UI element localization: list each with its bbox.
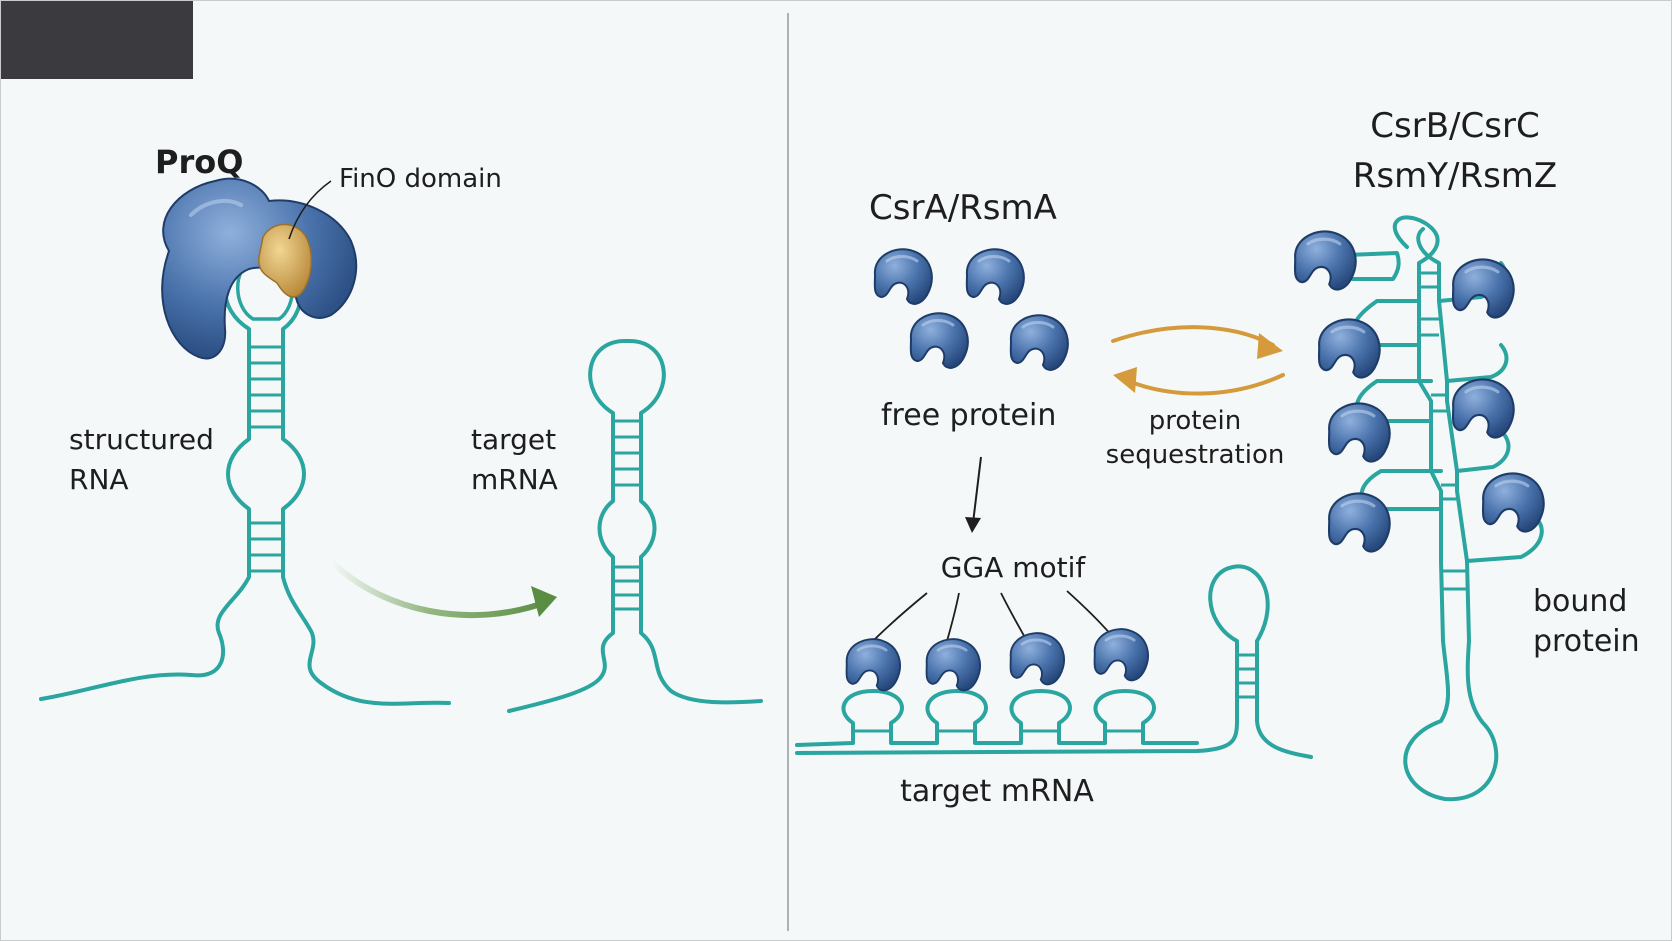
gga-leader-lines	[872, 590, 1114, 642]
csra-label: CsrA/RsmA	[869, 188, 1057, 228]
csrb-label-line1: CsrB/CsrC	[1370, 106, 1539, 146]
sequestration-label-line1: protein	[1149, 406, 1241, 436]
target-mrna-strand-rungs	[853, 653, 1257, 733]
corner-block	[1, 1, 193, 79]
gga-bound-proteins	[845, 627, 1150, 692]
target-mrna-strand	[795, 564, 1313, 759]
target-mrna-label-line2: mRNA	[471, 463, 558, 496]
green-arrow-head	[531, 586, 557, 617]
free-protein-2	[965, 247, 1026, 306]
down-arrow-shaft	[972, 456, 982, 524]
bound-protein-7	[1327, 491, 1392, 554]
gga-protein-1	[845, 637, 902, 692]
orange-arrow-forward-head	[1257, 333, 1283, 359]
proq-protein	[161, 177, 358, 360]
bound-protein-4	[1451, 377, 1516, 440]
gga-protein-3	[1009, 631, 1066, 686]
structured-rna-label-line1: structured	[69, 423, 214, 456]
proq-label: ProQ	[155, 143, 243, 181]
fino-domain	[258, 223, 312, 298]
csrb-scaffold-rungs	[1419, 271, 1467, 591]
orange-arrow-back-head	[1113, 367, 1137, 393]
bound-protein-6	[1481, 471, 1546, 534]
green-arrow-shaft	[328, 558, 552, 619]
free-protein-4	[1009, 313, 1070, 372]
gga-protein-4	[1093, 627, 1150, 682]
csrb-label-line2: RsmY/RsmZ	[1353, 156, 1557, 196]
orange-arrow-forward	[1111, 325, 1275, 347]
structured-rna-label-line2: RNA	[69, 463, 129, 496]
gga-protein-2	[925, 637, 982, 692]
fino-label: FinO domain	[339, 164, 502, 194]
target-mrna-hairpin	[507, 338, 763, 713]
bound-protein-3	[1317, 317, 1382, 380]
target-mrna-bottom-label: target mRNA	[900, 774, 1094, 809]
structured-rna-rungs	[249, 345, 283, 573]
orange-arrow-back	[1121, 373, 1285, 396]
bound-protein-1	[1293, 229, 1358, 292]
gga-motif-label: GGA motif	[941, 551, 1087, 584]
target-mrna-hairpin-rungs	[613, 419, 641, 611]
bound-protein-5	[1327, 401, 1392, 464]
bound-protein-2	[1451, 257, 1516, 320]
bound-protein-label-line2: protein	[1533, 624, 1640, 659]
down-arrow-head	[965, 517, 981, 533]
free-protein-label: free protein	[881, 398, 1056, 433]
fino-leader-line	[288, 180, 332, 240]
target-mrna-label-line1: target	[471, 423, 556, 456]
free-protein-3	[909, 311, 970, 370]
sequestration-label-line2: sequestration	[1106, 440, 1285, 470]
free-proteins	[873, 247, 1070, 372]
free-protein-1	[873, 247, 934, 306]
bound-protein-label-line1: bound	[1533, 584, 1627, 619]
